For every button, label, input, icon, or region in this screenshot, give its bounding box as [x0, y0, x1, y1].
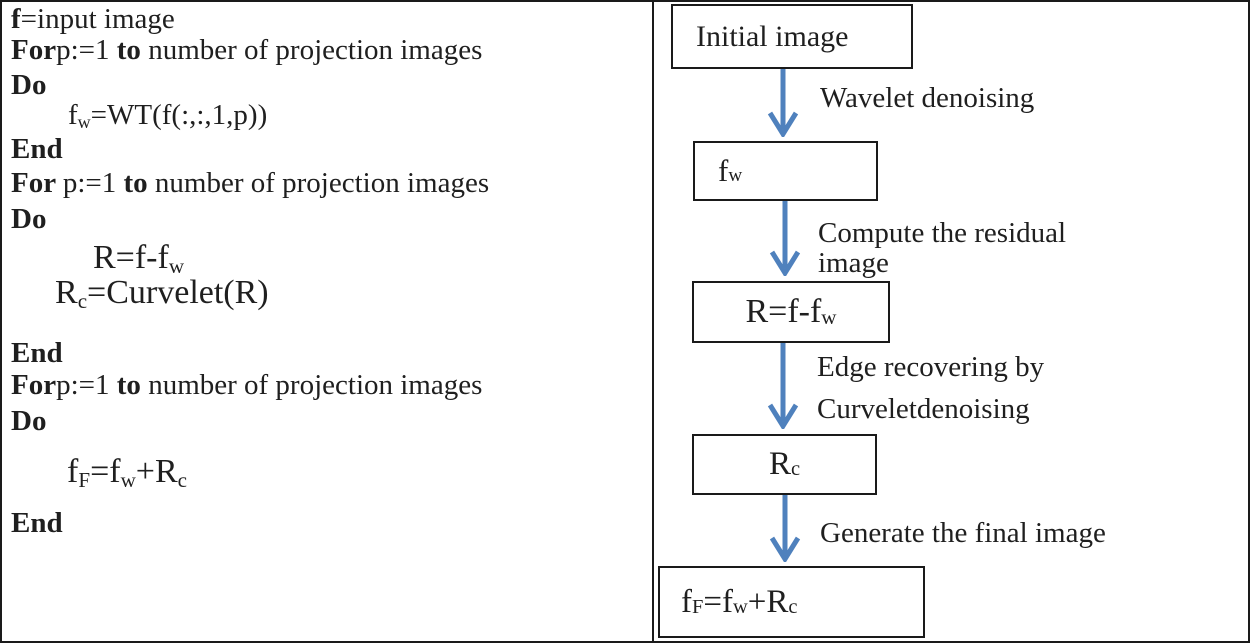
pseudocode-line: For p:=1 to number of projection images [11, 167, 490, 199]
pseudocode-line: End [11, 337, 63, 369]
arrow-label-line: Compute the residual [818, 217, 1067, 249]
pseudocode-line: Forp:=1 to number of projection images [11, 369, 483, 401]
pseudocode-line: End [11, 133, 63, 165]
arrow-label-wavelet-denoising: Wavelet denoising [820, 82, 1034, 115]
down-arrow-icon [767, 343, 799, 429]
flow-box-initial-image: Initial image [671, 4, 913, 69]
arrow-label-line: image [818, 247, 889, 279]
pseudocode-line: f=input image [11, 3, 175, 35]
arrow-label-line: Edge recovering by [817, 351, 1045, 383]
arrow-label-line: Generate the final image [820, 517, 1106, 549]
pseudocode-line: Do [11, 69, 47, 101]
pseudocode-line: Do [11, 203, 47, 235]
pseudocode-line: Forp:=1 to number of projection images [11, 34, 483, 66]
pseudocode-line: Do [11, 405, 47, 437]
arrow-label-compute-residual: Compute the residual image [818, 218, 1066, 278]
pseudocode-line: Rc=Curvelet(R) [55, 274, 269, 314]
pseudocode-line: fw=WT(f(:,:,1,p)) [68, 99, 268, 133]
pseudocode-line: R=f-fw [93, 239, 185, 279]
pseudocode-line: fF=fw+Rc [67, 453, 188, 493]
down-arrow-icon [767, 69, 799, 137]
pseudocode-line: End [11, 507, 63, 539]
arrow-label-generate-final: Generate the final image [820, 517, 1106, 550]
down-arrow-icon [769, 201, 801, 276]
panel-divider [652, 0, 654, 643]
arrow-label-line: Curveletdenoising [817, 393, 1030, 425]
down-arrow-icon [769, 495, 801, 562]
arrow-label-line: Wavelet denoising [820, 82, 1035, 114]
arrow-label-edge-recovering: Edge recovering by Curveletdenoising [817, 346, 1044, 430]
